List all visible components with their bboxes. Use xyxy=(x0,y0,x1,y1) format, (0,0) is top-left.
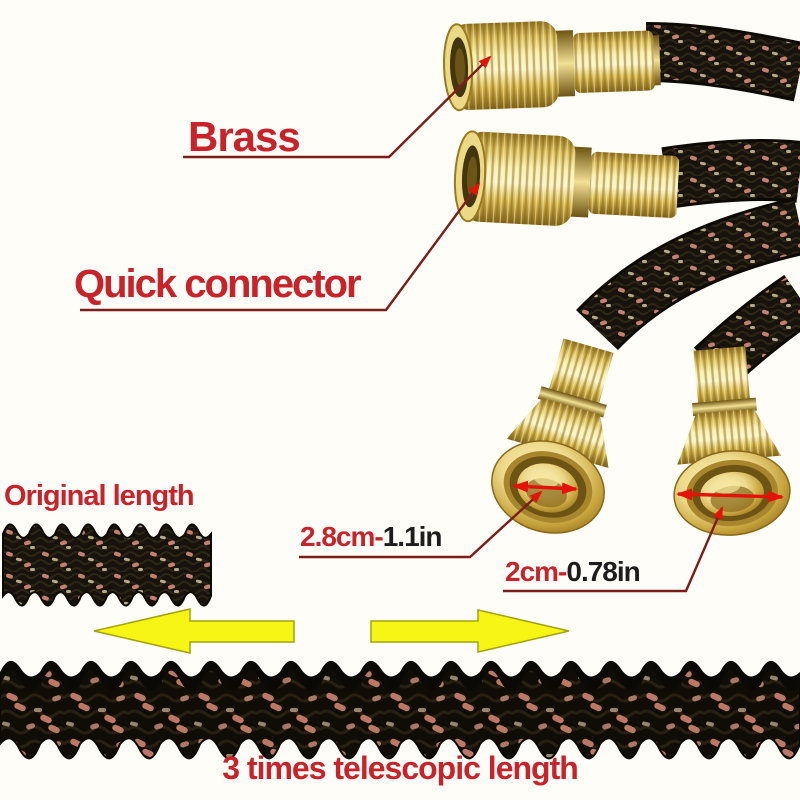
expand-left-arrow-icon xyxy=(93,608,295,654)
hose-middle-left xyxy=(576,197,800,351)
diameter-right-imperial: 0.78in xyxy=(566,556,640,587)
diameter-left-metric: 2.8cm- xyxy=(300,521,384,552)
diameter-right-leader-line xyxy=(503,506,724,593)
brass-connector-second xyxy=(453,130,680,226)
quick-connector-left xyxy=(491,338,614,534)
connector-cap-knurl xyxy=(451,21,559,110)
diameter-left-imperial: 1.1in xyxy=(382,521,443,552)
quick-connector-leader-line xyxy=(80,182,481,312)
diameter-left-label: 2.8cm-1.1in xyxy=(300,521,443,552)
brass-label: Brass xyxy=(188,113,301,160)
brass-connector-top xyxy=(442,21,661,112)
connector-body-knurl xyxy=(573,30,655,93)
quick-connector-right xyxy=(673,346,791,536)
connector-top-knurl-tex xyxy=(547,338,614,409)
original-length-hose-swatch xyxy=(1,523,212,607)
connector-groove xyxy=(570,146,592,218)
diameter-arrow-left xyxy=(512,480,578,495)
connector-body-knurl xyxy=(588,151,680,218)
connector-groove xyxy=(554,30,576,97)
connector-top-knurl-tex xyxy=(693,346,751,409)
diameter-left-leader-line xyxy=(299,490,543,559)
diameter-right-label: 2cm-0.78in xyxy=(505,556,641,587)
connector-flare-knurl xyxy=(506,397,609,468)
hose-top-lower xyxy=(661,139,800,209)
connector-cap-knurl xyxy=(462,131,576,226)
brass-leader-line xyxy=(183,55,492,159)
expand-right-arrow-icon xyxy=(370,609,570,653)
telescopic-length-caption: 3 times telescopic length xyxy=(222,750,579,786)
connector-flare-knurl xyxy=(677,408,781,465)
connector-bore-inner xyxy=(455,48,466,87)
hose-top-upper xyxy=(645,22,800,102)
expanded-hose-band xyxy=(0,668,800,760)
diameter-right-metric: 2cm- xyxy=(505,556,567,587)
connector-collar xyxy=(537,386,607,418)
quick-connector-label: Quick connector xyxy=(74,262,362,306)
diameter-arrow-right xyxy=(676,488,784,503)
original-length-label: Original length xyxy=(4,480,195,512)
